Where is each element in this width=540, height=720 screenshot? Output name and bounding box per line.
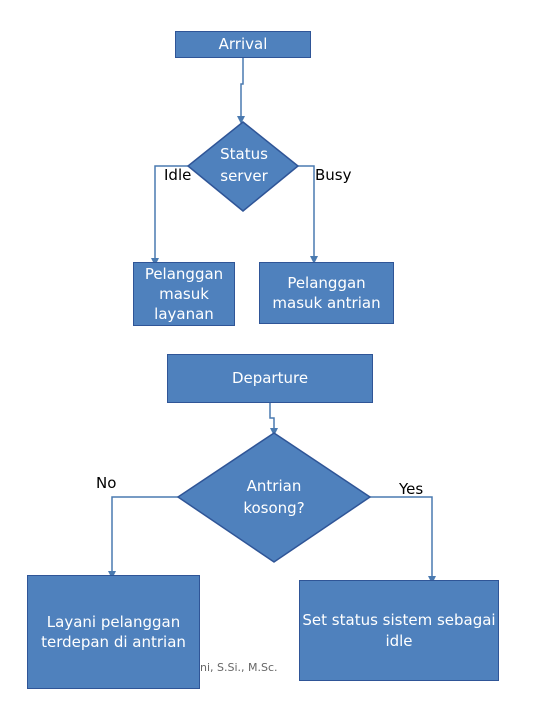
busy-label: Busy xyxy=(315,166,352,184)
status-server-diamond xyxy=(186,121,300,212)
edge-busy xyxy=(298,165,318,264)
pelanggan-masuk-layanan-box: Pelanggan masuk layanan xyxy=(133,262,235,326)
status-server-label: Status server xyxy=(198,142,290,190)
pelanggan-masuk-antrian-box: Pelanggan masuk antrian xyxy=(259,262,394,324)
edge-no xyxy=(108,496,178,579)
no-label: No xyxy=(96,474,117,492)
status-server-text: Status server xyxy=(220,145,268,185)
layani-pelanggan-box: Layani pelanggan terdepan di antrian xyxy=(27,575,200,689)
layani-pelanggan-label: Layani pelanggan terdepan di antrian xyxy=(41,612,186,651)
antrian-kosong-label: Antrian kosong? xyxy=(220,474,328,522)
arrival-label: Arrival xyxy=(218,35,268,54)
antrian-kosong-text: Antrian kosong? xyxy=(243,477,305,517)
arrival-box: Arrival xyxy=(175,31,311,58)
departure-label: Departure xyxy=(231,369,309,388)
edge-idle xyxy=(151,165,188,266)
antrian-kosong-diamond xyxy=(176,432,372,563)
author-footer: ni, S.Si., M.Sc. xyxy=(200,661,278,674)
edge-arrival-to-status xyxy=(237,58,245,124)
set-status-box: Set status sistem sebagai idle xyxy=(299,580,499,681)
pelanggan-masuk-antrian-label: Pelanggan masuk antrian xyxy=(272,273,381,312)
departure-box: Departure xyxy=(167,354,373,403)
yes-label: Yes xyxy=(399,480,424,498)
edge-departure-to-antrian xyxy=(269,403,278,436)
edge-yes xyxy=(370,496,436,584)
set-status-label: Set status sistem sebagai idle xyxy=(302,611,496,650)
idle-label: Idle xyxy=(164,166,192,184)
pelanggan-masuk-layanan-label: Pelanggan masuk layanan xyxy=(144,264,224,324)
